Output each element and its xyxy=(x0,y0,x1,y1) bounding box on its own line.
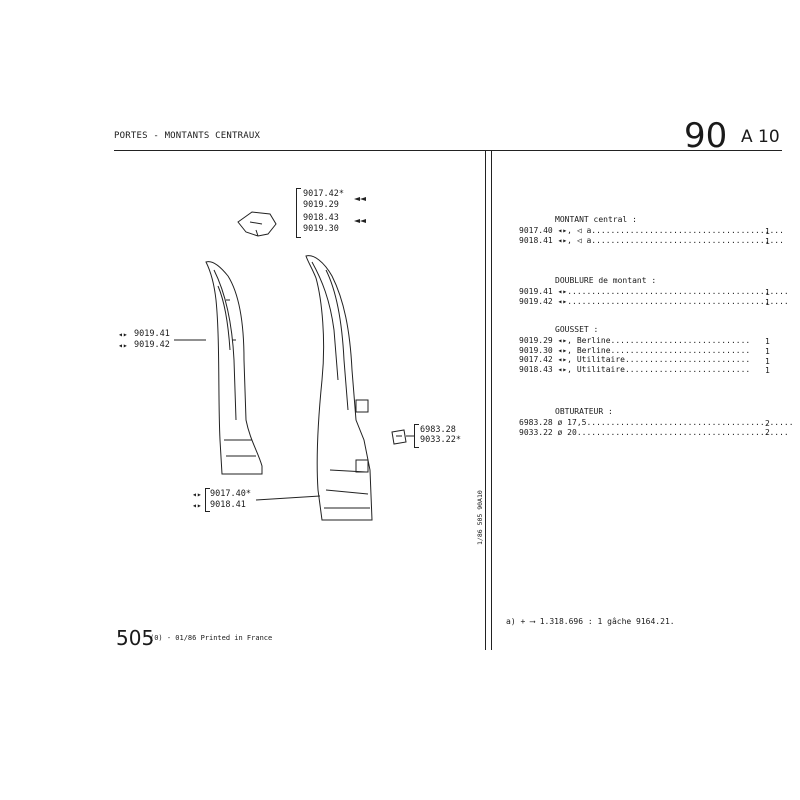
qty: 1 xyxy=(765,298,770,307)
ref-label: 9017.40* xyxy=(210,489,251,499)
page-title: PORTES - MONTANTS CENTRAUX xyxy=(114,131,261,141)
part-ref: 9018.41 xyxy=(519,235,553,245)
table-row: 6983.28 ø 17,5..........................… xyxy=(519,418,794,427)
group-heading: DOUBLURE de montant : xyxy=(555,276,657,285)
section-number: 90 xyxy=(684,116,728,156)
bracket xyxy=(296,188,301,238)
obturateur-part xyxy=(391,429,407,445)
group-heading: MONTANT central : xyxy=(555,215,637,224)
group-heading: GOUSSET : xyxy=(555,325,599,334)
part-ref: 6983.28 xyxy=(519,418,553,427)
part-desc: ◂▸, Berline xyxy=(557,345,611,355)
parts-table: OBTURATEUR : 6983.28 ø 17,5.............… xyxy=(519,407,794,437)
parts-table: DOUBLURE de montant : 9019.41 ◂▸........… xyxy=(519,276,789,306)
part-ref: 9017.40 xyxy=(519,226,553,235)
qty: 1 xyxy=(765,227,770,236)
ref-label: 9019.30 xyxy=(303,224,339,234)
arrow-icon: ◂▸ xyxy=(118,341,128,350)
model-number: 505 xyxy=(116,626,155,650)
column-divider xyxy=(491,150,492,650)
ref-label: 9017.42* xyxy=(303,189,344,199)
parts-table: GOUSSET : 9019.29 ◂▸, Berline...........… xyxy=(519,325,750,374)
part-desc: ◂▸ xyxy=(557,287,568,296)
table-row: 9019.41 ◂▸..............................… xyxy=(519,287,789,296)
header-rule xyxy=(114,150,782,151)
part-desc: ◂▸, Utilitaire xyxy=(557,364,625,374)
part-desc: ◂▸, ◁ a xyxy=(557,226,592,235)
qty: 2 xyxy=(765,428,770,437)
table-row: 9018.43 ◂▸, Utilitaire..................… xyxy=(519,364,751,374)
part-desc: ø 17,5 xyxy=(557,418,587,427)
ref-label: 9033.22* xyxy=(420,435,461,445)
part-ref: 9018.43 xyxy=(519,364,553,374)
gusset-part xyxy=(237,211,277,237)
document-code: 1/86 505 90A10 xyxy=(476,490,484,545)
part-ref: 9019.41 xyxy=(519,287,553,296)
parts-table: MONTANT central : 9017.40 ◂▸, ◁ a.......… xyxy=(519,215,784,245)
qty: 1 xyxy=(765,337,770,346)
ref-label: 9019.42 xyxy=(134,340,170,350)
qty: 1 xyxy=(765,366,770,375)
qty: 2 xyxy=(765,419,770,428)
table-row: 9019.30 ◂▸, Berline.....................… xyxy=(519,345,751,355)
table-row: 9018.41 ◂▸, ◁ a.........................… xyxy=(519,235,784,245)
print-info: (0) - 01/86 Printed in France xyxy=(150,634,273,642)
part-desc: ◂▸, ◁ a xyxy=(557,235,592,245)
part-ref: 9019.29 xyxy=(519,336,553,345)
part-desc: ø 20 xyxy=(557,427,577,437)
ref-label: 6983.28 xyxy=(420,425,456,435)
doublure-part xyxy=(205,261,263,475)
table-row: 9033.22 ø 20............................… xyxy=(519,427,789,437)
ref-label: 9019.29 xyxy=(303,200,339,210)
qty: 1 xyxy=(765,347,770,356)
arrow-icon: ◂▸ xyxy=(118,330,128,339)
ref-label: 9018.43 xyxy=(303,213,339,223)
table-row: 9019.29 ◂▸, Berline.....................… xyxy=(519,336,751,345)
part-ref: 9033.22 xyxy=(519,427,553,437)
part-ref: 9017.42 xyxy=(519,355,553,365)
part-desc: ◂▸ xyxy=(557,296,568,306)
qty: 1 xyxy=(765,288,770,297)
part-ref: 9019.30 xyxy=(519,345,553,355)
montant-part xyxy=(305,255,373,521)
footnote: a) + ⟶ 1.318.696 : 1 gâche 9164.21. xyxy=(506,617,675,626)
section-code: A 10 xyxy=(741,127,780,147)
table-row: 9017.40 ◂▸, ◁ a.........................… xyxy=(519,226,784,235)
qty: 1 xyxy=(765,357,770,366)
bracket xyxy=(414,424,419,448)
part-ref: 9019.42 xyxy=(519,296,553,306)
part-desc: ◂▸, Utilitaire xyxy=(557,355,625,365)
column-divider xyxy=(485,150,486,650)
table-row: 9017.42 ◂▸, Utilitaire..................… xyxy=(519,355,751,365)
table-row: 9019.42 ◂▸..............................… xyxy=(519,296,789,306)
arrow-icon: ◂▸ xyxy=(192,490,202,499)
group-heading: OBTURATEUR : xyxy=(555,407,613,416)
part-desc: ◂▸, Berline xyxy=(557,336,611,345)
bracket xyxy=(205,488,210,512)
ref-label: 9019.41 xyxy=(134,329,170,339)
ref-label: 9018.41 xyxy=(210,500,246,510)
arrow-icon: ◂▸ xyxy=(192,501,202,510)
qty: 1 xyxy=(765,237,770,246)
